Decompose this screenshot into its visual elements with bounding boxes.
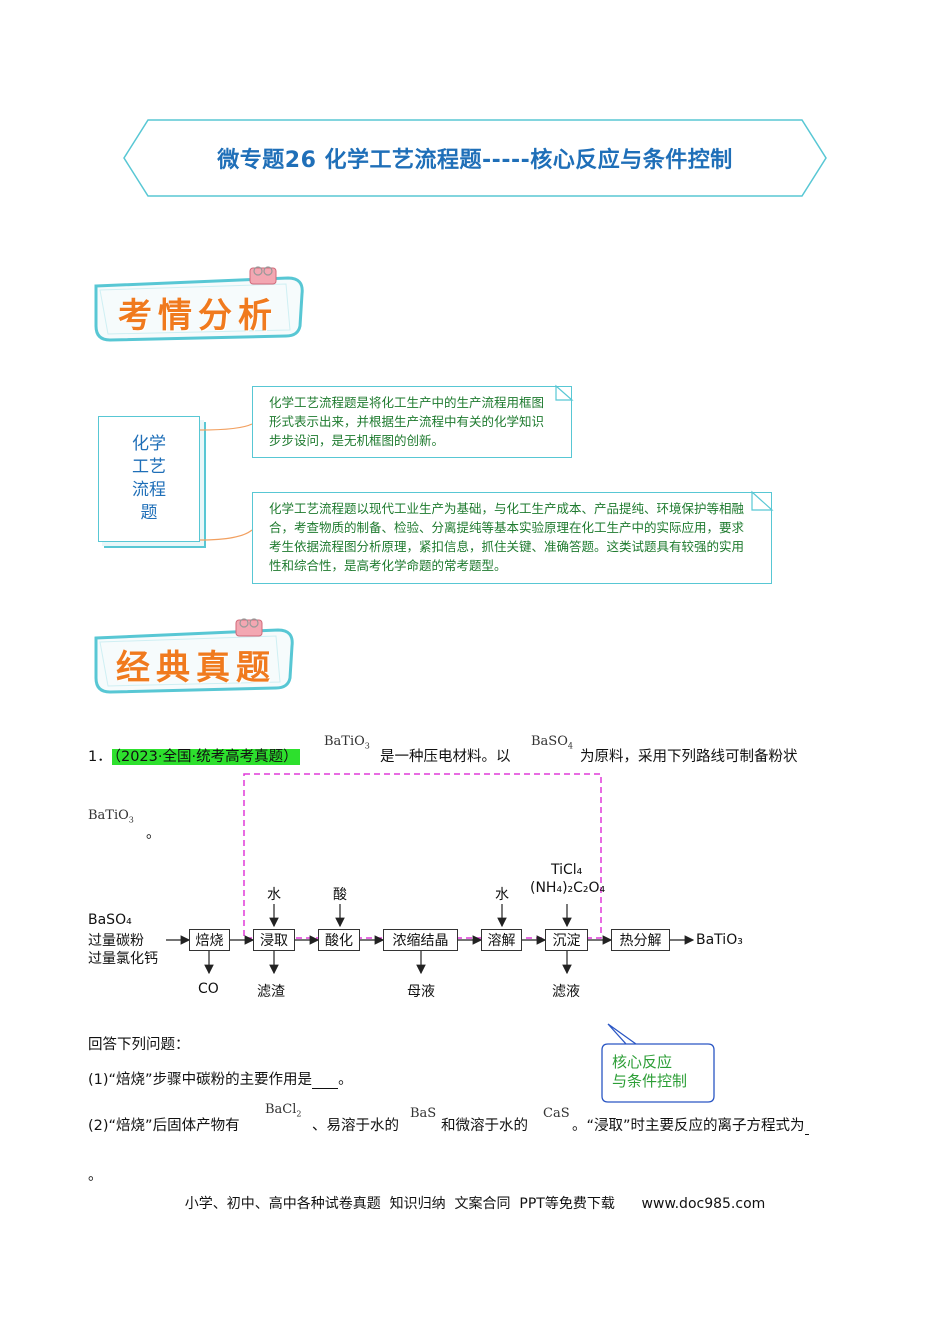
note-text: 化学工艺流程题以现代工业生产为基础，与化工生产成本、产品提纯、环境保护等相融合，… (269, 501, 745, 573)
answer-prompt: 回答下列问题： (88, 1037, 190, 1053)
formula-text: BaTiO (88, 808, 129, 823)
topic-line: 工艺 (132, 457, 166, 477)
formula-text: BaS (410, 1106, 437, 1121)
flow-add-water: 水 (495, 887, 509, 903)
flow-step-dissolve: 溶解 (481, 929, 522, 951)
topic-line: 题 (140, 503, 158, 523)
question-2-a: (2)“焙烧”后固体产物有 (88, 1118, 240, 1134)
flow-add-water: 水 (267, 887, 281, 903)
topic-line: 化学 (132, 434, 166, 454)
flow-input: 过量碳粉 (88, 933, 144, 949)
flow-out-filtrate: 滤液 (552, 984, 580, 1000)
formula-baso4: BaSO4 (531, 734, 573, 751)
flow-step-decompose: 热分解 (611, 929, 670, 951)
flow-add-acid: 酸 (333, 887, 347, 903)
question-2-end: 。 (88, 1168, 103, 1184)
question-1-end: 。 (338, 1072, 353, 1088)
topic-line: 流程 (132, 480, 166, 500)
question-1-text: (1)“焙烧”步骤中碳粉的主要作用是 (88, 1072, 313, 1088)
formula-text: CaS (543, 1106, 570, 1121)
flow-out-co: CO (198, 981, 219, 997)
question-2-c: 和微溶于水的 (441, 1118, 528, 1134)
title-banner-frame (123, 119, 827, 197)
section-title-classic: 经典真题 (116, 648, 276, 688)
flow-diagram-lines (166, 773, 695, 975)
page-footer: 小学、初中、高中各种试卷真题 知识归纳 文案合同 PPT等免费下载 www.do… (184, 1196, 766, 1212)
flow-step-roast: 焙烧 (189, 929, 230, 951)
question-2-b: 、易溶于水的 (312, 1118, 399, 1134)
note-text: 化学工艺流程题是将化工生产中的生产流程用框图形式表示出来，并根据生产流程中有关的… (269, 395, 545, 448)
note-box-features: 化学工艺流程题以现代工业生产为基础，与化工生产成本、产品提纯、环境保护等相融合，… (252, 492, 772, 584)
note-box-definition: 化学工艺流程题是将化工生产中的生产流程用框图形式表示出来，并根据生产流程中有关的… (252, 386, 572, 458)
formula-text: BaCl (265, 1102, 297, 1117)
flow-add-oxalate: (NH₄)₂C₂O₄ (530, 880, 606, 896)
flow-out-mother-liquor: 母液 (407, 984, 435, 1000)
flow-step-crystallize: 浓缩结晶 (383, 929, 458, 951)
question-2-d: 。“浸取”时主要反应的离子方程式为 (572, 1114, 809, 1135)
formula-batio3-product: BaTiO3 (88, 808, 134, 825)
source-tag: （2023·全国·统考高考真题） (111, 749, 300, 765)
question-line: 1．（2023·全国·统考高考真题） (88, 745, 300, 766)
flow-input: BaSO₄ (88, 912, 132, 928)
callout-text: 核心反应 与条件控制 (612, 1053, 687, 1091)
question-1: (1)“焙烧”步骤中碳粉的主要作用是 。 (88, 1068, 353, 1089)
formula-text: BaSO (531, 734, 568, 749)
section-badge-classic-frame (94, 618, 294, 694)
flow-step-precipitate: 沉淀 (545, 929, 588, 951)
flow-add-ticl4: TiCl₄ (551, 862, 583, 878)
topic-connectors (200, 423, 253, 541)
formula-cas: CaS (543, 1106, 570, 1121)
callout-line: 核心反应 (612, 1053, 673, 1071)
answer-blank[interactable] (804, 1120, 809, 1135)
flow-step-acidify: 酸化 (318, 929, 360, 951)
section-badge-analysis-frame (94, 266, 304, 342)
question-text-b: 为原料，采用下列路线可制备粉状 (580, 749, 798, 765)
callout-line: 与条件控制 (612, 1072, 688, 1090)
callout-bubble (601, 1023, 715, 1103)
flow-out-residue: 滤渣 (257, 984, 285, 1000)
topic-box: 化学 工艺 流程 题 (98, 416, 200, 542)
answer-blank[interactable] (312, 1074, 339, 1089)
formula-batio3: BaTiO3 (324, 734, 370, 751)
question-text-a: 是一种压电材料。以 (380, 749, 511, 765)
formula-bas: BaS (410, 1106, 436, 1121)
flow-input: 过量氯化钙 (88, 951, 158, 967)
flow-step-leach: 浸取 (253, 929, 295, 951)
note-fold-corners (555, 384, 774, 511)
formula-text: BaTiO (324, 734, 365, 749)
formula-bacl2: BaCl2 (265, 1102, 302, 1119)
page-title: 微专题26 化学工艺流程题-----核心反应与条件控制 (217, 148, 733, 173)
question-period: 。 (146, 826, 161, 842)
question-number: 1． (88, 749, 112, 765)
question-2-text: 。“浸取”时主要反应的离子方程式为 (572, 1118, 805, 1134)
section-title-analysis: 考情分析 (118, 296, 278, 336)
flow-product: BaTiO₃ (696, 932, 743, 948)
